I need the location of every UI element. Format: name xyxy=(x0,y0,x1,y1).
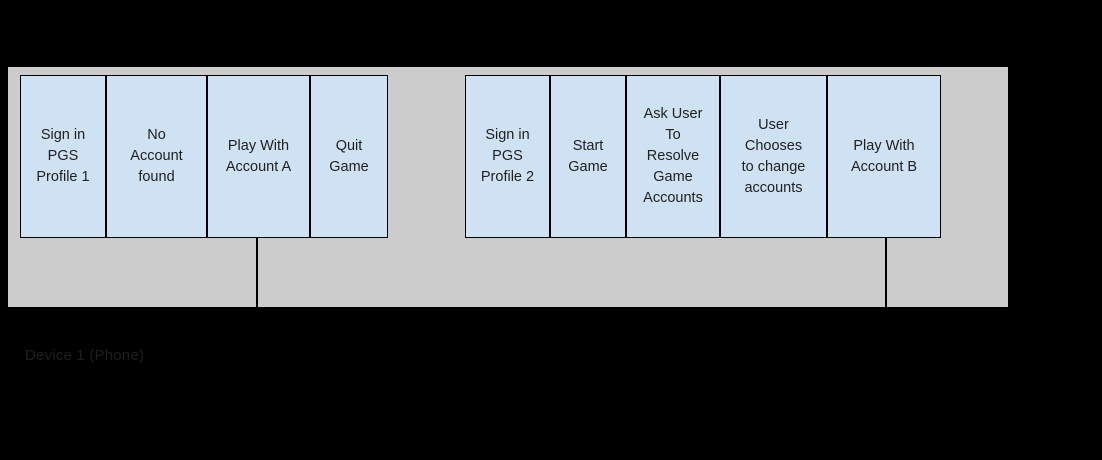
node-user-chooses-to-change-accounts: User Chooses to change accounts xyxy=(720,75,827,238)
node-play-with-account-a: Play With Account A xyxy=(207,75,310,238)
node-no-account-found: No Account found xyxy=(106,75,207,238)
connector-line-account-b xyxy=(885,237,887,307)
lane-label: Device 1 (Phone) xyxy=(25,347,145,364)
connector-line-account-a xyxy=(256,237,258,307)
node-play-with-account-b: Play With Account B xyxy=(827,75,941,238)
node-ask-user-to-resolve-game-accounts: Ask User To Resolve Game Accounts xyxy=(626,75,720,238)
node-sign-in-pgs-profile-2: Sign in PGS Profile 2 xyxy=(465,75,550,238)
node-quit-game: Quit Game xyxy=(310,75,388,238)
node-start-game: Start Game xyxy=(550,75,626,238)
node-sign-in-pgs-profile-1: Sign in PGS Profile 1 xyxy=(20,75,106,238)
